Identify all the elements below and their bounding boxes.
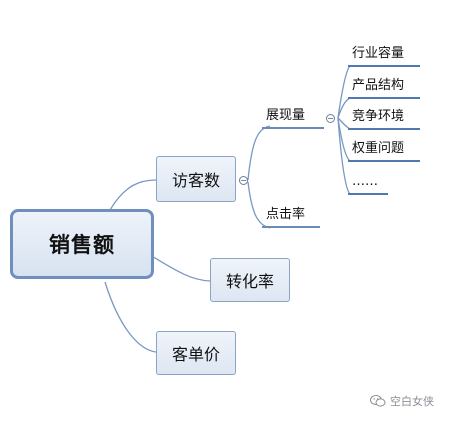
node-ctr[interactable]: 点击率 xyxy=(262,204,320,228)
collapse-impressions-icon[interactable]: − xyxy=(326,114,335,123)
leaf-competition[interactable]: 竞争环境 xyxy=(348,106,420,130)
connector-visitors-impressions xyxy=(247,125,271,181)
leaf-label: 行业容量 xyxy=(352,46,405,61)
watermark: 空白女侠 xyxy=(370,393,434,409)
leaf-label: 权重问题 xyxy=(352,141,405,156)
connector-imp-5 xyxy=(337,117,351,195)
node-label-ctr: 点击率 xyxy=(266,207,306,222)
branch-node-visitors[interactable]: 访客数 xyxy=(156,156,236,202)
root-node[interactable]: 销售额 xyxy=(10,209,154,279)
branch-node-conversion[interactable]: 转化率 xyxy=(210,258,290,302)
branch-node-avgorder[interactable]: 客单价 xyxy=(156,331,236,375)
collapse-visitors-icon[interactable]: − xyxy=(239,176,248,185)
root-label: 销售额 xyxy=(49,233,115,257)
connector-root-visitors xyxy=(109,179,157,211)
connector-root-conversion xyxy=(149,254,211,282)
leaf-label: 产品结构 xyxy=(352,78,405,93)
watermark-text: 空白女侠 xyxy=(390,395,434,408)
leaf-industry-capacity[interactable]: 行业容量 xyxy=(348,43,420,67)
connector-root-avgorder xyxy=(104,281,157,353)
node-impressions[interactable]: 展现量 xyxy=(262,105,324,129)
branch-label-conversion: 转化率 xyxy=(225,272,274,291)
wechat-icon xyxy=(370,395,386,407)
node-label-impressions: 展现量 xyxy=(266,108,306,123)
leaf-label: …… xyxy=(352,174,378,189)
branch-label-avgorder: 客单价 xyxy=(171,345,220,364)
leaf-ellipsis[interactable]: …… xyxy=(348,171,388,195)
leaf-product-structure[interactable]: 产品结构 xyxy=(348,75,420,99)
connector-imp-1 xyxy=(337,65,351,119)
branch-label-visitors: 访客数 xyxy=(171,171,220,190)
leaf-label: 竞争环境 xyxy=(352,109,405,124)
leaf-weight-issues[interactable]: 权重问题 xyxy=(348,138,420,162)
